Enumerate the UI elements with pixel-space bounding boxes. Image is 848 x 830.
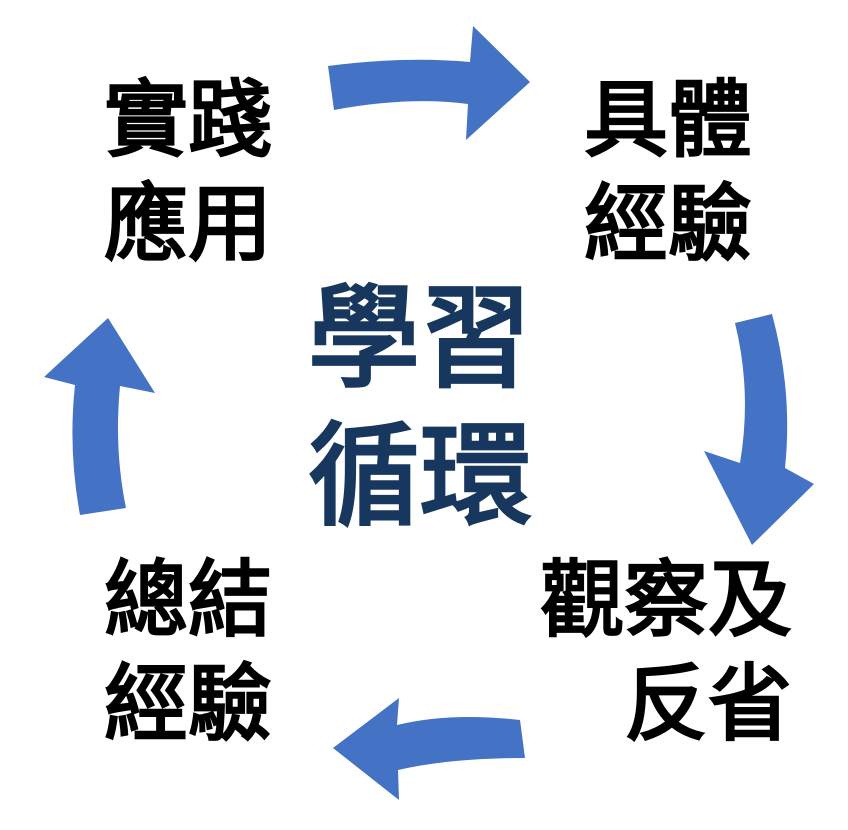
arrow-right-icon <box>328 26 530 140</box>
stage-label-line: 實踐 <box>104 71 273 169</box>
arrow-left-icon <box>333 698 525 800</box>
stage-label-line: 總結 <box>104 551 273 649</box>
stage-label-concrete-experience: 具體 經驗 <box>584 68 752 276</box>
stage-label-observation-reflection: 觀察及 反省 <box>540 548 792 756</box>
arrow-down-icon <box>704 314 814 545</box>
stage-label-line: 具體 <box>583 71 752 169</box>
stage-label-line: 應用 <box>104 175 273 273</box>
center-title-line: 學習 <box>308 274 532 404</box>
stage-label-line: 經驗 <box>583 175 752 273</box>
stage-label-line: 觀察及 <box>539 551 792 649</box>
center-title: 學習 循環 <box>250 270 590 546</box>
stage-label-line: 反省 <box>623 655 792 753</box>
stage-label-line: 經驗 <box>104 655 273 753</box>
stage-label-practice-application: 實踐 應用 <box>104 68 272 276</box>
arrow-up-icon <box>44 318 155 515</box>
center-title-line: 循環 <box>308 412 532 542</box>
stage-label-summarize-experience: 總結 經驗 <box>104 548 272 756</box>
